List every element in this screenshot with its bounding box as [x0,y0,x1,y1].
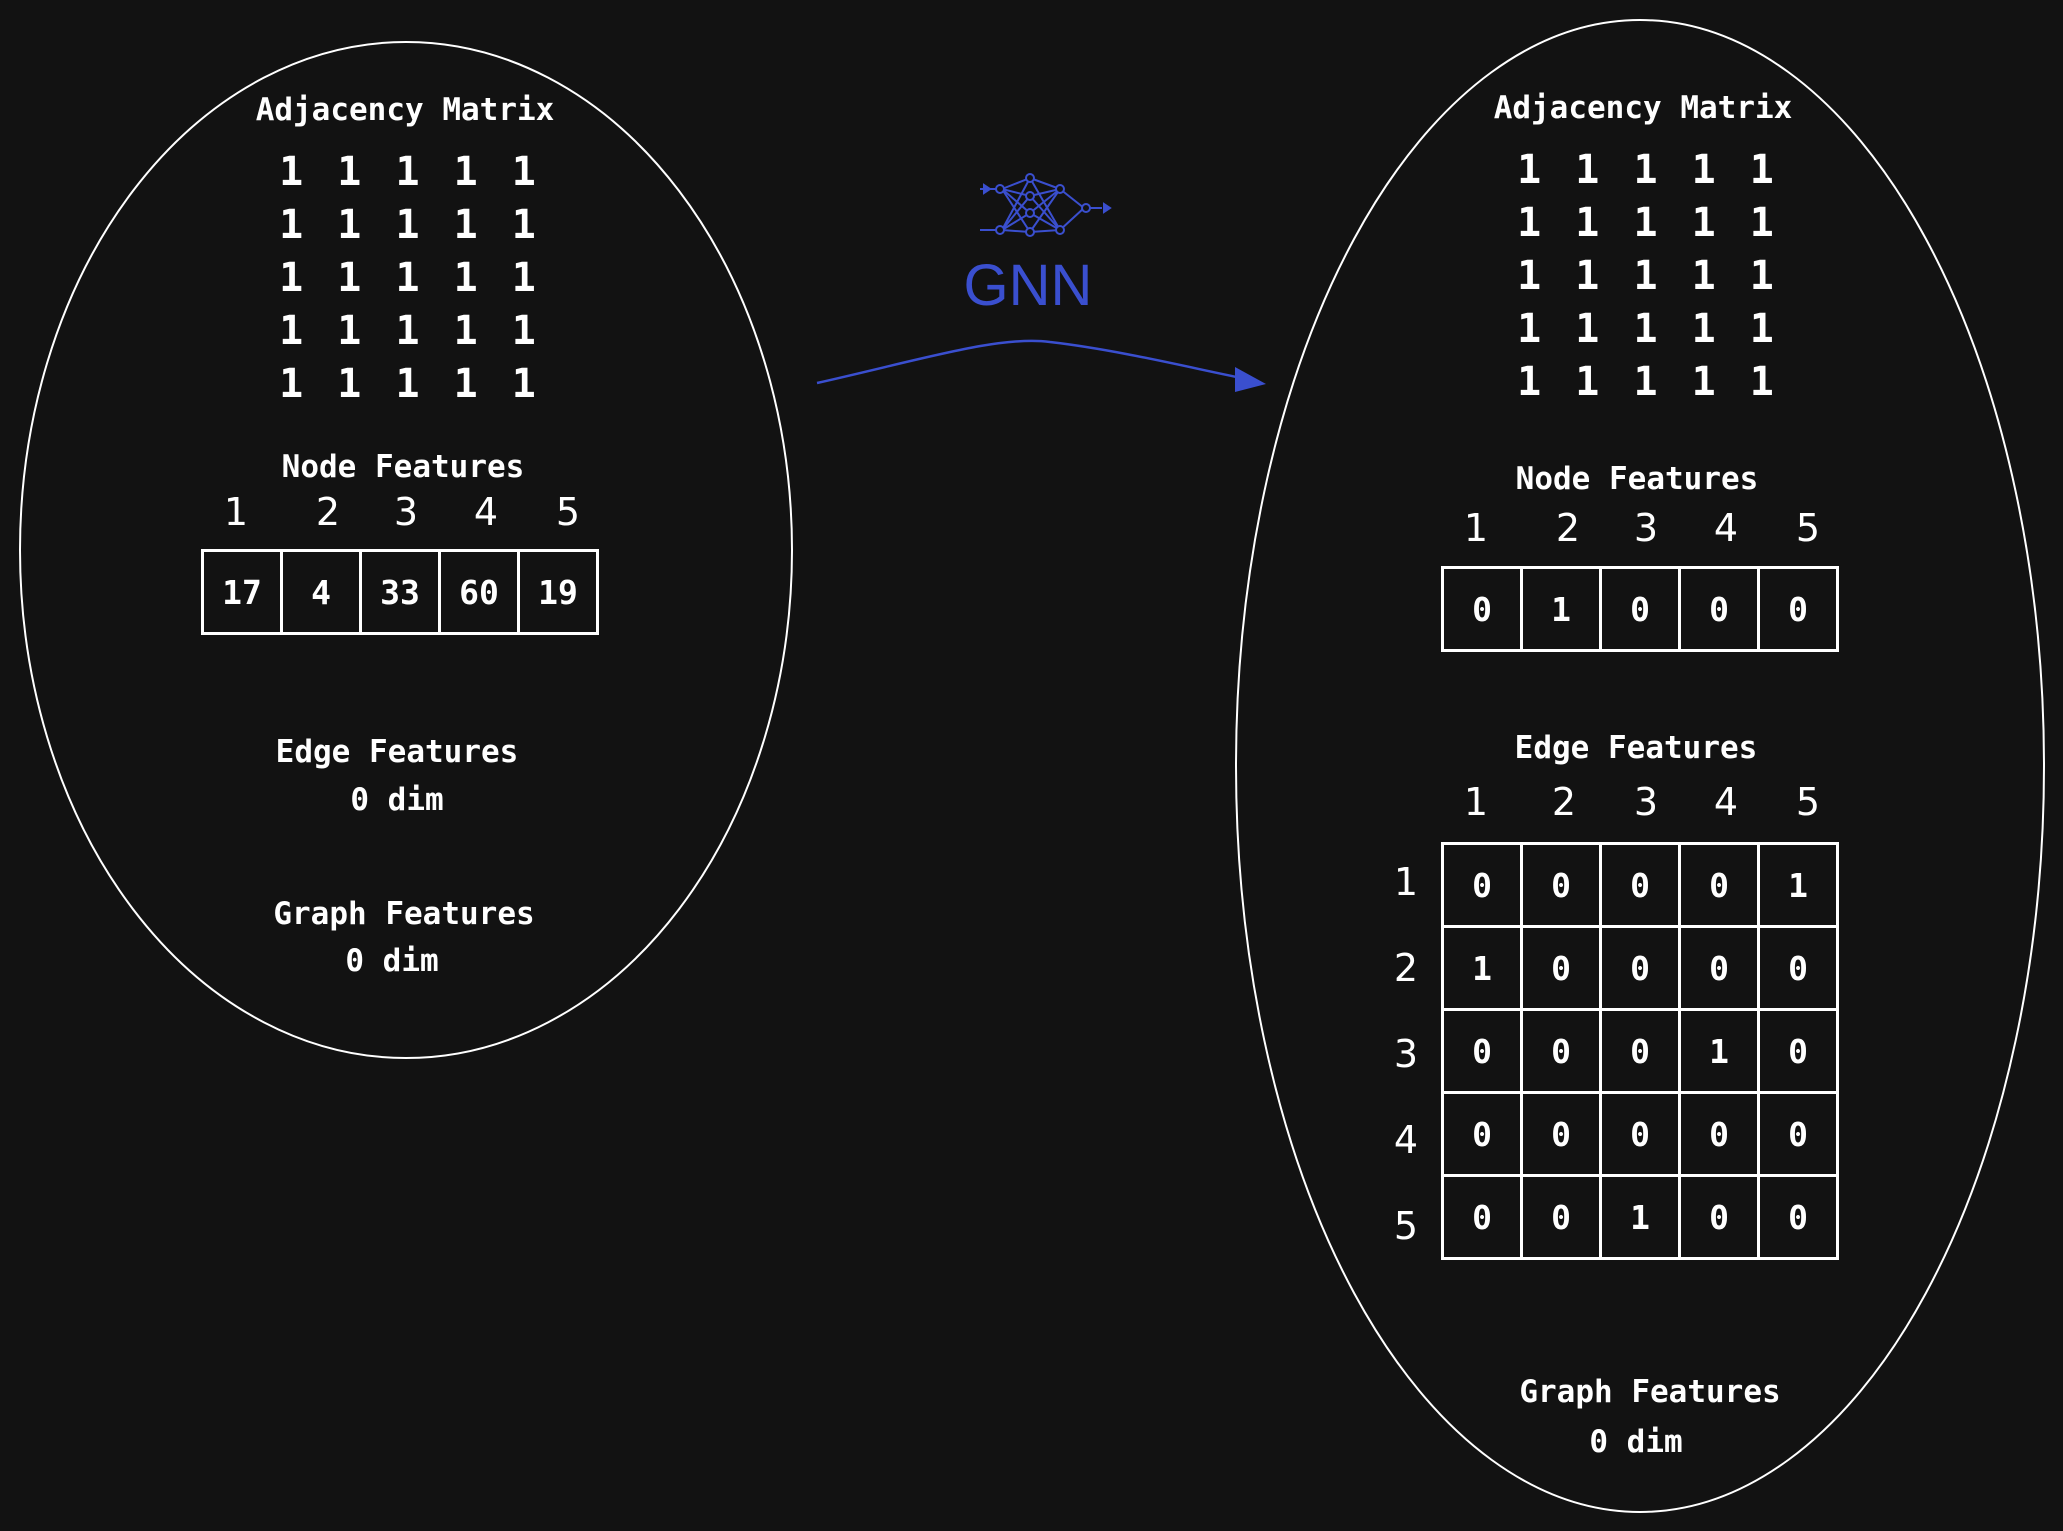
node-feature-cell: 0 [1757,566,1839,652]
adjacency-row: 1 1 1 1 1 [279,255,541,301]
left-graph-features-dim: 0 dim [345,943,439,979]
adjacency-row: 1 1 1 1 1 [1517,200,1779,246]
edge-cell: 0 [1599,925,1681,1011]
edge-cell: 0 [1520,842,1602,928]
edge-cell: 0 [1441,1091,1523,1177]
adjacency-row: 1 1 1 1 1 [279,308,541,354]
edge-cell: 0 [1678,925,1760,1011]
node-feature-cell: 0 [1678,566,1760,652]
edge-cell: 0 [1757,1091,1839,1177]
edge-cell: 1 [1757,842,1839,928]
right-adjacency-title: Adjacency Matrix [1493,90,1793,126]
right-adjacency-matrix: 1 1 1 1 1 1 1 1 1 1 1 1 1 1 1 1 1 1 1 1 … [1517,144,1779,409]
adjacency-row: 1 1 1 1 1 [1517,147,1779,193]
edge-row-header: 2 [1393,946,1419,990]
node-feature-cell: 17 [201,549,283,635]
right-edge-features-title: Edge Features [1514,730,1758,766]
left-node-header: 4 [473,490,499,534]
adjacency-row: 1 1 1 1 1 [279,149,541,195]
left-node-header: 1 [223,490,249,534]
edge-row-header: 5 [1393,1204,1419,1248]
left-node-header: 3 [393,490,419,534]
neural-network-icon [980,173,1112,237]
left-adjacency-title: Adjacency Matrix [255,92,555,128]
right-node-header: 1 [1463,506,1489,550]
edge-col-header: 3 [1633,780,1659,824]
adjacency-row: 1 1 1 1 1 [279,361,541,407]
edge-col-header: 5 [1795,780,1821,824]
left-edge-features-dim: 0 dim [350,782,444,818]
edge-matrix-row: 0 0 1 0 0 [1441,1174,1839,1260]
edge-cell: 0 [1678,1091,1760,1177]
edge-matrix-row: 1 0 0 0 0 [1441,925,1839,1011]
adjacency-row: 1 1 1 1 1 [279,202,541,248]
edge-row-header: 4 [1393,1118,1419,1162]
node-feature-cell: 0 [1441,566,1523,652]
left-adjacency-matrix: 1 1 1 1 1 1 1 1 1 1 1 1 1 1 1 1 1 1 1 1 … [279,146,541,411]
edge-cell: 0 [1599,1008,1681,1094]
edge-cell: 0 [1520,1174,1602,1260]
edge-cell: 0 [1520,1008,1602,1094]
edge-matrix-row: 0 0 0 0 0 [1441,1091,1839,1177]
edge-cell: 0 [1441,842,1523,928]
edge-cell: 0 [1757,1008,1839,1094]
edge-cell: 0 [1757,1174,1839,1260]
edge-row-header: 1 [1393,860,1419,904]
edge-col-header: 1 [1463,780,1489,824]
edge-cell: 0 [1520,925,1602,1011]
left-node-features-title: Node Features [281,449,525,485]
node-feature-cell: 19 [517,549,599,635]
node-feature-cell: 33 [359,549,441,635]
edge-row-header: 3 [1393,1032,1419,1076]
edge-col-header: 2 [1551,780,1577,824]
arrowhead [1235,367,1266,392]
node-feature-cell: 0 [1599,566,1681,652]
left-node-features-table: 17 4 33 60 19 [201,549,599,635]
input-graph-ellipse [19,41,793,1059]
edge-cell: 1 [1599,1174,1681,1260]
adjacency-row: 1 1 1 1 1 [1517,359,1779,405]
node-feature-cell: 1 [1520,566,1602,652]
left-edge-features-title: Edge Features [275,734,519,770]
node-feature-cell: 4 [280,549,362,635]
edge-cell: 0 [1441,1008,1523,1094]
left-graph-features-title: Graph Features [273,896,535,932]
right-graph-features-title: Graph Features [1519,1374,1781,1410]
edge-cell: 0 [1599,842,1681,928]
right-graph-features-dim: 0 dim [1589,1424,1683,1460]
right-node-features-title: Node Features [1515,461,1759,497]
left-node-header: 2 [315,490,341,534]
edge-matrix-row: 0 0 0 0 1 [1441,842,1839,928]
right-node-header: 4 [1713,506,1739,550]
edge-cell: 1 [1678,1008,1760,1094]
edge-matrix-row: 0 0 0 1 0 [1441,1008,1839,1094]
right-node-header: 3 [1633,506,1659,550]
right-node-header: 5 [1795,506,1821,550]
adjacency-row: 1 1 1 1 1 [1517,253,1779,299]
edge-cell: 1 [1441,925,1523,1011]
left-node-header: 5 [555,490,581,534]
gnn-label: GNN [963,253,1093,318]
right-node-header: 2 [1555,506,1581,550]
edge-cell: 0 [1678,1174,1760,1260]
output-graph-ellipse [1235,19,2045,1513]
edge-cell: 0 [1520,1091,1602,1177]
right-node-features-table: 0 1 0 0 0 [1441,566,1839,652]
edge-cell: 0 [1441,1174,1523,1260]
edge-col-header: 4 [1713,780,1739,824]
edge-cell: 0 [1678,842,1760,928]
right-edge-features-table: 0 0 0 0 1 1 0 0 0 0 0 0 0 1 0 0 0 0 0 0 … [1441,842,1839,1260]
edge-cell: 0 [1599,1091,1681,1177]
adjacency-row: 1 1 1 1 1 [1517,306,1779,352]
gnn-arrow [816,339,1243,385]
edge-cell: 0 [1757,925,1839,1011]
node-feature-cell: 60 [438,549,520,635]
